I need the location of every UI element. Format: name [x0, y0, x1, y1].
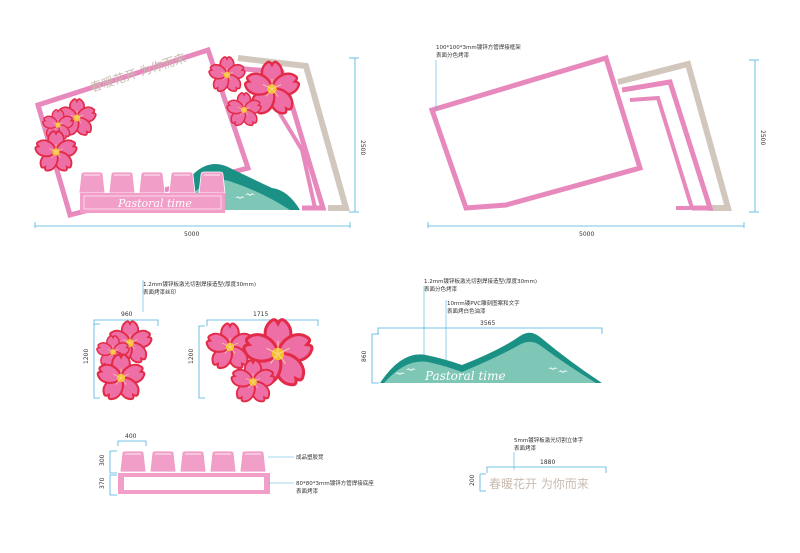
main-frame	[34, 46, 252, 219]
note-frame-1: 100*100*3mm镀锌方管焊接框架	[436, 43, 521, 51]
dimension-seat	[109, 440, 147, 496]
base-brand-text: Pastoral time	[117, 197, 192, 210]
dimension-flower-small	[93, 319, 159, 399]
blossom-large-cluster	[205, 320, 315, 405]
back-frame-beige	[237, 55, 350, 211]
dimension-flower-large	[198, 319, 319, 399]
label-sign-h: 860	[361, 350, 368, 362]
note-pvc-1: 10mm镂PVC雕刻图案和文字	[447, 299, 520, 307]
frame2-pink-outer	[621, 79, 714, 211]
seat-base-frame	[124, 477, 264, 490]
frame2-pink-inner	[629, 95, 695, 210]
dimension-height-2500	[349, 57, 359, 213]
frame-slogan: 春暖花开 为你而来	[88, 50, 188, 95]
note-sign-2: 表面分色烤漆	[424, 285, 458, 293]
note-sign-1: 1.2mm镀锌板激光切割焊接造型(厚度30mm)	[424, 277, 537, 285]
note-base-2: 表面烤漆	[296, 487, 319, 495]
label-sign-w: 3565	[480, 320, 495, 327]
view-front-assembly: 春暖花开 为你而来 Pastoral time	[34, 46, 366, 238]
dimension-frame2-height	[749, 59, 759, 213]
blossom-cluster-left	[34, 99, 97, 173]
note-frame-2: 表面分色烤漆	[436, 51, 470, 59]
view-frame-structure: 100*100*3mm镀锌方管焊接框架 表面分色烤漆 5000 2500	[427, 43, 766, 238]
label-flower-large-h: 1200	[188, 349, 195, 364]
note-seats: 成品塑胶凳	[296, 453, 324, 461]
label-flower-small-w: 960	[121, 311, 133, 318]
label-total-width: 5000	[184, 231, 199, 238]
seat-base	[80, 193, 225, 213]
label-frame2-width: 5000	[579, 231, 594, 238]
note-base-1: 80*80*3mm镀锌方管焊接底座	[296, 479, 374, 487]
note-flower-1: 1.2mm镀锌板激光切割焊接造型(厚度30mm)	[143, 280, 256, 288]
label-total-height: 2500	[359, 140, 366, 155]
note-flower-2: 表面烤漆丝印	[143, 288, 177, 296]
sign-brand-text: Pastoral time	[424, 369, 506, 383]
standalone-slogan: 春暖花开 为你而来	[489, 476, 589, 491]
label-base-h: 370	[99, 477, 106, 489]
dimension-frame2-width	[427, 222, 745, 228]
note-pvc-2: 表面烤白色油漆	[447, 307, 486, 315]
view-3d-text: 5mm镀锌板激光切割立体字 表面烤漆 1880 200 春暖花开 为你而来	[469, 436, 607, 492]
label-text-h: 200	[469, 474, 476, 486]
view-seat-base: 400 300 370 成品塑胶凳 80*80*3mm镀锌方管焊接底座 表面烤漆	[99, 433, 374, 496]
back-frame-pink	[231, 65, 327, 211]
label-seat-h: 300	[99, 454, 106, 466]
note-text-2: 表面烤漆	[514, 444, 537, 452]
label-seat-w: 400	[125, 433, 137, 440]
frame2-beige	[617, 60, 732, 211]
label-frame2-height: 2500	[759, 130, 766, 145]
label-flower-large-w: 1715	[253, 311, 268, 318]
dimension-sign	[371, 327, 603, 384]
blossom-small-cluster	[96, 321, 154, 402]
frame2-main	[428, 54, 644, 211]
seat-row	[78, 171, 226, 194]
dimension-text	[479, 466, 607, 492]
svg-text:1200: 1200	[83, 349, 90, 364]
view-flower-details: 1.2mm镀锌板激光切割焊接造型(厚度30mm) 表面烤漆丝印 960 1200…	[83, 280, 319, 405]
sign-hill-light	[384, 341, 596, 383]
view-sign-hills: 1.2mm镀锌板激光切割焊接造型(厚度30mm) 表面分色烤漆 10mm镂PVC…	[361, 277, 603, 384]
note-text-1: 5mm镀锌板激光切割立体字	[514, 436, 584, 444]
dimension-width-5000	[34, 222, 351, 228]
label-text-w: 1880	[540, 459, 555, 466]
seat-row-detail	[119, 450, 267, 473]
